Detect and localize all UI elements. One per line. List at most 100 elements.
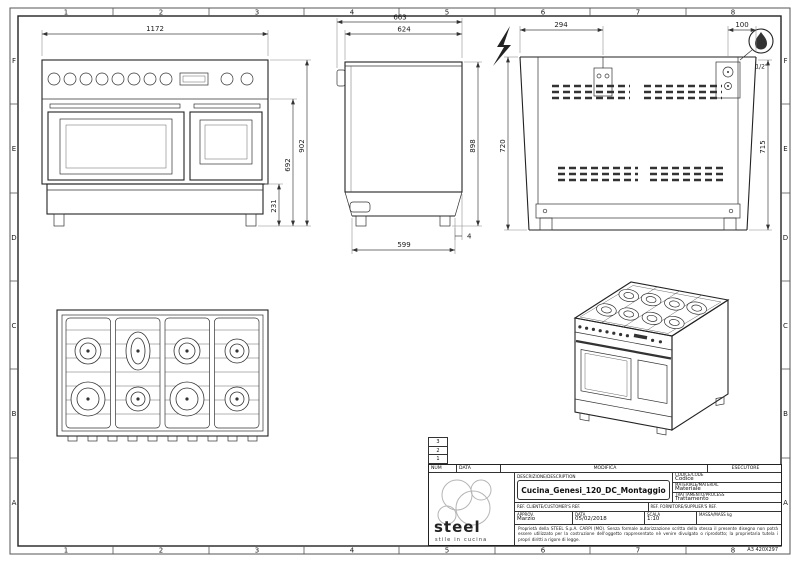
oven-door-right [189, 111, 263, 181]
grid-col-label: 6 [541, 547, 546, 555]
sheet-format-label: A3 420X297 [747, 547, 778, 553]
grid-row-label: B [783, 410, 788, 418]
logo-wordmark: steel [434, 518, 481, 536]
title-block: 3 2 1 NUM DATA MODIFICA ESECUTORE steel … [428, 437, 782, 546]
grid-col-label: 3 [255, 547, 259, 555]
front-view: 1172 902 692 231 [41, 25, 311, 227]
grid-col-label: 8 [731, 9, 735, 17]
dim-front-width: 1172 [146, 25, 164, 33]
header-num: NUM [429, 465, 457, 472]
steel-logo: steel stile in cucina [429, 473, 515, 545]
ref-fornitore: REF. FORNITORE/SUPPLIER'S REF. [650, 504, 717, 509]
grid-row-label: E [783, 145, 787, 153]
grid-col-label: 3 [255, 9, 259, 17]
oven-handle-right [193, 103, 261, 109]
dim-front-height: 902 [298, 139, 306, 152]
rear-view: 1/2" 294 100 720 715 [493, 21, 774, 231]
disclaimer-text: Proprietà della STEEL S.p.A. CARPI (MO).… [518, 526, 778, 542]
reference-row: REF. CLIENTE/CUSTOMER'S REF. REF. FORNIT… [515, 503, 781, 512]
display-panel [179, 72, 209, 86]
cooktop-view [56, 309, 269, 442]
dim-front-base: 231 [270, 199, 278, 212]
revision-row: 1 [429, 455, 447, 465]
trattamento-cell: TRATTAMENTO/PROCESS Trattamento [673, 493, 781, 502]
dim-rear-gas: 100 [735, 21, 748, 29]
iso-burners [596, 288, 707, 330]
grid-row-label: F [12, 57, 16, 65]
grid-row-label: E [12, 145, 16, 153]
scale-value: 1:10 [647, 516, 660, 522]
grid-col-label: 1 [64, 547, 68, 555]
grid-col-label: 1 [64, 9, 68, 17]
isometric-view [573, 281, 730, 436]
sheet-frame: 1 2 3 4 5 6 7 8 1 2 3 4 5 6 7 8 F E D C … [9, 7, 791, 555]
scale-cell: SCALA 1:10 [645, 512, 697, 524]
logo-tagline: stile in cucina [435, 537, 488, 543]
grid-col-label: 5 [445, 547, 449, 555]
header-esecutore: ESECUTORE [731, 466, 760, 471]
scale-label: SCALA [647, 512, 661, 517]
materiale-value: Materiale [675, 486, 701, 492]
revision-table: 3 2 1 [428, 437, 448, 465]
date-cell: DATA 05/02/2018 [573, 512, 645, 524]
electrical-inlet [593, 57, 613, 97]
lower-vents [558, 166, 726, 182]
grid-col-label: 2 [159, 547, 163, 555]
dim-rear-right: 715 [759, 140, 767, 153]
control-knobs [47, 72, 254, 86]
dim-side-gap: 4 [467, 233, 472, 241]
header-modifica: MODIFICA [501, 465, 708, 472]
rating-badge [349, 201, 371, 213]
rear-dimensions: 294 100 720 715 [499, 21, 772, 231]
codice-cell: CODICE/CODE Codice [673, 473, 781, 483]
grid-row-label: B [12, 410, 17, 418]
revision-row: 2 [429, 447, 447, 456]
trattamento-value: Trattamento [675, 496, 709, 502]
materiale-label: MATERIALE/MATERIAL [675, 483, 719, 487]
grid-col-label: 4 [350, 9, 355, 17]
grid-row-label: F [783, 57, 787, 65]
side-view: 663 624 898 599 4 [336, 14, 482, 254]
iso-knobs [578, 325, 663, 344]
approv-value: Marzio [517, 516, 536, 522]
trattamento-label: TRATTAMENTO/PROCESS [675, 493, 725, 497]
burners [70, 331, 250, 417]
gas-flame-icon [748, 28, 774, 54]
dim-side-plinth: 599 [397, 241, 410, 249]
title-block-header: NUM DATA MODIFICA ESECUTORE [429, 465, 781, 473]
date-value: 05/02/2018 [575, 516, 607, 522]
approv-label: APPROV. [517, 512, 534, 517]
header-data: DATA [457, 465, 501, 472]
gas-inlet [715, 49, 753, 99]
codice-value: Codice [675, 476, 694, 482]
front-dimensions: 1172 902 692 231 [41, 25, 311, 227]
title-block-main: NUM DATA MODIFICA ESECUTORE steel stile … [428, 464, 782, 546]
oven-door-left [47, 111, 185, 181]
approv-cell: APPROV. Marzio [515, 512, 573, 524]
dim-side-body: 624 [397, 26, 411, 34]
mass-label: MASSA/MASS kg [699, 512, 732, 517]
codice-label: CODICE/CODE [675, 473, 704, 477]
grid-row-label: C [783, 322, 788, 330]
materiale-cell: MATERIALE/MATERIAL Materiale [673, 483, 781, 493]
grid-col-label: 5 [445, 9, 449, 17]
grid-col-label: 8 [731, 547, 735, 555]
mass-cell: MASSA/MASS kg [697, 512, 781, 524]
dim-rear-elec: 294 [554, 21, 568, 29]
lightning-icon [493, 26, 511, 66]
drawing-title: Cucina_Genesi_120_DC_Montaggio [517, 480, 670, 500]
upper-vents [552, 84, 722, 100]
grid-col-label: 2 [159, 9, 163, 17]
plinth [46, 183, 264, 215]
revision-row: 3 [429, 438, 447, 447]
dim-rear-left: 720 [499, 139, 507, 152]
knob-tabs [67, 435, 258, 442]
logo-circles [437, 479, 492, 526]
grid-row-label: A [783, 499, 788, 507]
dim-front-mid: 692 [284, 158, 292, 171]
side-dimensions: 663 624 898 599 4 [336, 14, 482, 254]
grid-row-label: D [783, 234, 788, 242]
grid-col-label: 7 [636, 9, 640, 17]
